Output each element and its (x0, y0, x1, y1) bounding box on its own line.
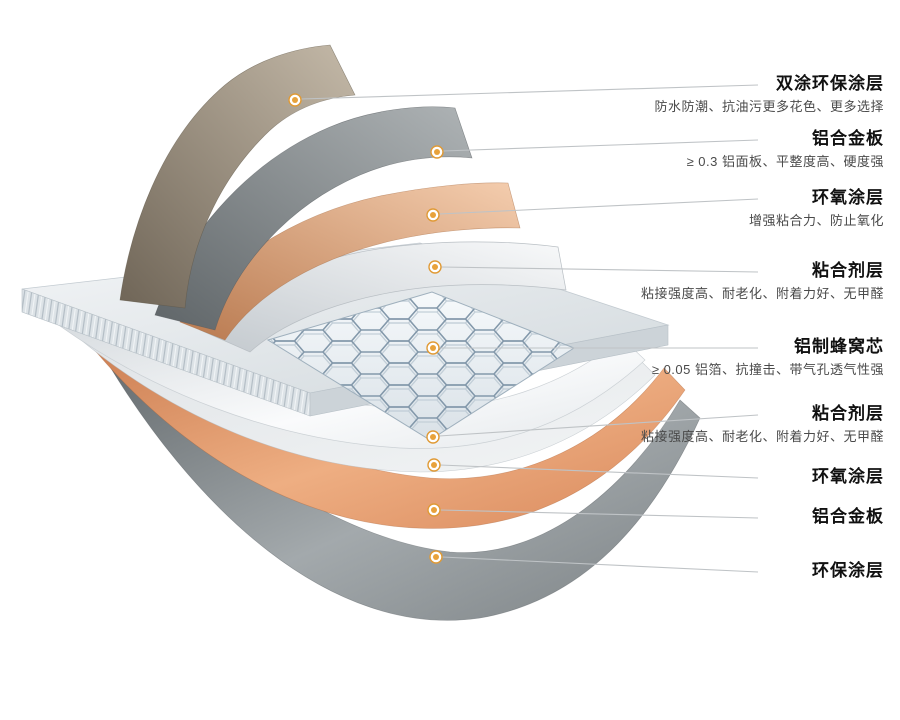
layer-desc: 粘接强度高、耐老化、附着力好、无甲醛 (640, 286, 884, 301)
layer-desc: 增强粘合力、防止氧化 (748, 213, 884, 228)
callout-label-bottom-eco-coating: 环保涂层 (812, 560, 884, 582)
callout-dot (426, 341, 440, 355)
callout-label-top-eco-coating: 双涂环保涂层 防水防潮、抗油污更多花色、更多选择 (654, 73, 884, 116)
layer-sheet-top-aluminum (154, 106, 473, 331)
layer-sheet-top-eco-coating (119, 44, 356, 309)
callout-dot (426, 208, 440, 222)
layer-title: 环氧涂层 (812, 188, 884, 207)
callout-label-top-adhesive: 粘合剂层 粘接强度高、耐老化、附着力好、无甲醛 (641, 260, 884, 303)
layer-desc: ≥ 0.05 铝箔、抗撞击、带气孔透气性强 (651, 362, 884, 377)
callout-lines (300, 84, 759, 573)
layer-desc: 防水防潮、抗油污更多花色、更多选择 (654, 99, 884, 114)
layer-sheet-top-epoxy (179, 182, 521, 341)
callout-label-top-epoxy: 环氧涂层 增强粘合力、防止氧化 (749, 187, 884, 230)
layer-title: 环氧涂层 (812, 467, 884, 486)
layer-title: 铝合金板 (812, 129, 884, 148)
callout-dot (430, 145, 444, 159)
layer-title: 铝制蜂窝芯 (794, 337, 884, 356)
callout-label-bottom-aluminum: 铝合金板 (812, 506, 884, 528)
callout-dot (429, 550, 443, 564)
callout-label-bottom-epoxy: 环氧涂层 (812, 466, 884, 488)
callout-dot (428, 260, 442, 274)
callout-dots (288, 93, 444, 564)
layer-title: 环保涂层 (812, 561, 884, 580)
callout-dot (288, 93, 302, 107)
callout-label-bottom-adhesive: 粘合剂层 粘接强度高、耐老化、附着力好、无甲醛 (641, 403, 884, 446)
callout-label-top-aluminum: 铝合金板 ≥ 0.3 铝面板、平整度高、硬度强 (687, 128, 884, 171)
callout-dot (427, 458, 441, 472)
layer-title: 粘合剂层 (812, 261, 884, 280)
layer-title: 粘合剂层 (812, 404, 884, 423)
layer-desc: ≥ 0.3 铝面板、平整度高、硬度强 (686, 154, 884, 169)
callout-dot (426, 430, 440, 444)
layer-desc: 粘接强度高、耐老化、附着力好、无甲醛 (640, 429, 884, 444)
layer-title: 铝合金板 (812, 507, 884, 526)
callout-dot (427, 503, 441, 517)
layer-title: 双涂环保涂层 (776, 74, 884, 93)
callout-label-honeycomb-core: 铝制蜂窝芯 ≥ 0.05 铝箔、抗撞击、带气孔透气性强 (652, 336, 884, 379)
